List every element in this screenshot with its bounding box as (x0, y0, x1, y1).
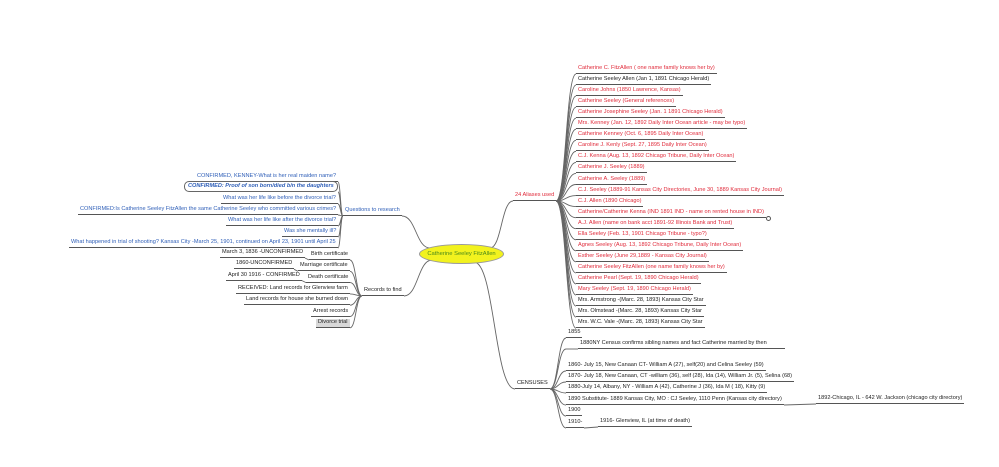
census-detail[interactable]: 1916- Glenview, IL (at time of death) (598, 418, 692, 427)
central-topic-label: Catherine Seeley FitzAllen (427, 251, 496, 257)
alias-item[interactable]: Mrs. Olmstead -(Marc. 28, 1893) Kansas C… (576, 308, 705, 318)
connector (403, 259, 433, 297)
connector (555, 200, 577, 285)
alias-item[interactable]: Catherine Seeley FitzAllen (one name fam… (576, 264, 727, 273)
record-item[interactable]: RECEIVED: Land records for Glenview farm (236, 285, 350, 294)
record-detail[interactable]: 1860-UNCONFIRMED (234, 260, 295, 270)
record-item[interactable]: Birth certificate (309, 251, 350, 260)
connector (489, 200, 514, 249)
connector (349, 295, 363, 329)
alias-item[interactable]: Catherine Josephine Seeley (Jan. 1 1891 … (576, 109, 725, 119)
alias-item[interactable]: Catherine J. Seeley (1889) (576, 164, 647, 174)
connector (549, 388, 567, 429)
connector (555, 200, 577, 329)
branch-records-to-find[interactable]: Records to find (362, 287, 404, 296)
census-detail[interactable]: 1892-Chicago, IL - 642 W. Jackson (chica… (816, 395, 965, 404)
record-detail[interactable]: March 3, 1836 -UNCONFIRMED (220, 249, 306, 258)
census-item[interactable]: 1890 Substitute- 1889 Kansas City, MO : … (566, 396, 784, 405)
question-item[interactable]: CONFIRMED: Proof of son born/died b/n th… (184, 181, 338, 192)
connector (301, 280, 307, 284)
connector (337, 215, 344, 249)
census-item[interactable]: 1910- (566, 419, 585, 428)
record-item[interactable]: Divorce trial (316, 318, 350, 328)
alias-item[interactable]: Mrs. W.C. Vale -(Marc. 28, 1893) Kansas … (576, 319, 705, 329)
question-item[interactable]: What was her life like before the divorc… (221, 195, 338, 204)
alias-item[interactable]: Catherine Pearl (Sept. 19, 1890 Chicago … (576, 275, 701, 284)
expand-handle-icon[interactable] (766, 215, 771, 221)
connector (549, 337, 567, 390)
alias-item[interactable]: Catherine Seeley (General references) (576, 98, 677, 108)
alias-item[interactable]: C.J. Allen (1890 Chicago) (576, 198, 644, 207)
branch-questions-to-research[interactable]: Questions to research (343, 207, 402, 216)
question-item[interactable]: Was she mentally ill? (282, 228, 339, 237)
connector (349, 259, 363, 297)
alias-item[interactable]: Caroline Johns (1850 Lawrence, Kansas) (576, 87, 683, 97)
census-item[interactable]: 1860- July 15, New Canaan CT- William A … (566, 362, 766, 371)
connector (555, 173, 577, 202)
connector (304, 257, 310, 261)
record-item[interactable]: Marriage certificate (298, 262, 350, 272)
connector (583, 426, 599, 429)
connector (401, 215, 431, 249)
alias-item[interactable]: Catherine Seeley Allen (Jan 1, 1891 Chic… (576, 76, 712, 86)
question-item[interactable]: CONFIRMED:Is Catherine Seeley FitzAllen … (78, 206, 339, 215)
record-item[interactable]: Land records for house she burned down (244, 296, 350, 306)
connector (555, 161, 577, 202)
alias-item[interactable]: Agnes Seeley (Aug. 13, 1892 Chicago Trib… (576, 242, 744, 251)
alias-item[interactable]: C.J. Seeley (1889-91 Kansas City Directo… (576, 187, 784, 196)
census-item[interactable]: 1900 (566, 407, 583, 416)
alias-item[interactable]: Caroline J. Kenly (Sept. 27, 1895 Daily … (576, 142, 709, 152)
alias-item[interactable]: Catherine/Catherine Kenna (IND 1891 IND … (576, 209, 766, 218)
record-detail[interactable]: April 30 1916 - CONFIRMED (226, 272, 302, 281)
alias-item[interactable]: Mrs. Kenney (Jan. 12, 1892 Daily Inter O… (576, 120, 748, 130)
record-item[interactable]: Arrest records (311, 308, 351, 317)
alias-item[interactable]: Ella Seeley (Feb. 13, 1901 Chicago Tribu… (576, 231, 709, 240)
record-item[interactable]: Death certificate (306, 274, 351, 283)
connector (555, 117, 577, 202)
branch-censuses[interactable]: CENSUSES (515, 380, 550, 389)
census-item[interactable]: 1870- July 18, New Canaan, CT -william (… (566, 373, 795, 382)
connector (293, 268, 299, 272)
census-item[interactable]: 1880NY Census confirms sibling names and… (578, 340, 785, 349)
alias-item[interactable]: Esther Seeley (June 29,1889 - Kansas Cit… (576, 253, 709, 262)
census-item[interactable]: 1880-July 14, Albany, NY - William A (42… (566, 384, 768, 393)
connector (473, 261, 516, 390)
connector (783, 403, 817, 406)
alias-item[interactable]: C.J. Kenna (Aug. 13, 1892 Chicago Tribun… (576, 153, 737, 163)
question-item[interactable]: What happened in trial of shooting? Kans… (69, 239, 338, 248)
question-item[interactable]: What was her life like after the divorce… (226, 217, 339, 226)
alias-item[interactable]: Mary Seeley (Sept. 19, 1890 Chicago Hera… (576, 286, 693, 295)
alias-item[interactable]: Catherine Kenney (Oct. 6, 1895 Daily Int… (576, 131, 706, 141)
census-item[interactable]: 1855 (566, 329, 583, 338)
alias-item[interactable]: Catherine C. FitzAllen ( one name family… (576, 65, 717, 74)
alias-item[interactable]: A.J. Allen (name on bank acct 1891-92 Il… (576, 220, 735, 229)
connector (549, 348, 567, 390)
alias-item[interactable]: Mrs. Armstrong -(Marc. 28, 1893) Kansas … (576, 297, 706, 307)
alias-item[interactable]: Catherine A. Seeley (1889) (576, 176, 648, 185)
branch-aliases-used[interactable]: 24 Aliases used (513, 192, 557, 201)
central-topic[interactable]: Catherine Seeley FitzAllen (419, 244, 504, 264)
